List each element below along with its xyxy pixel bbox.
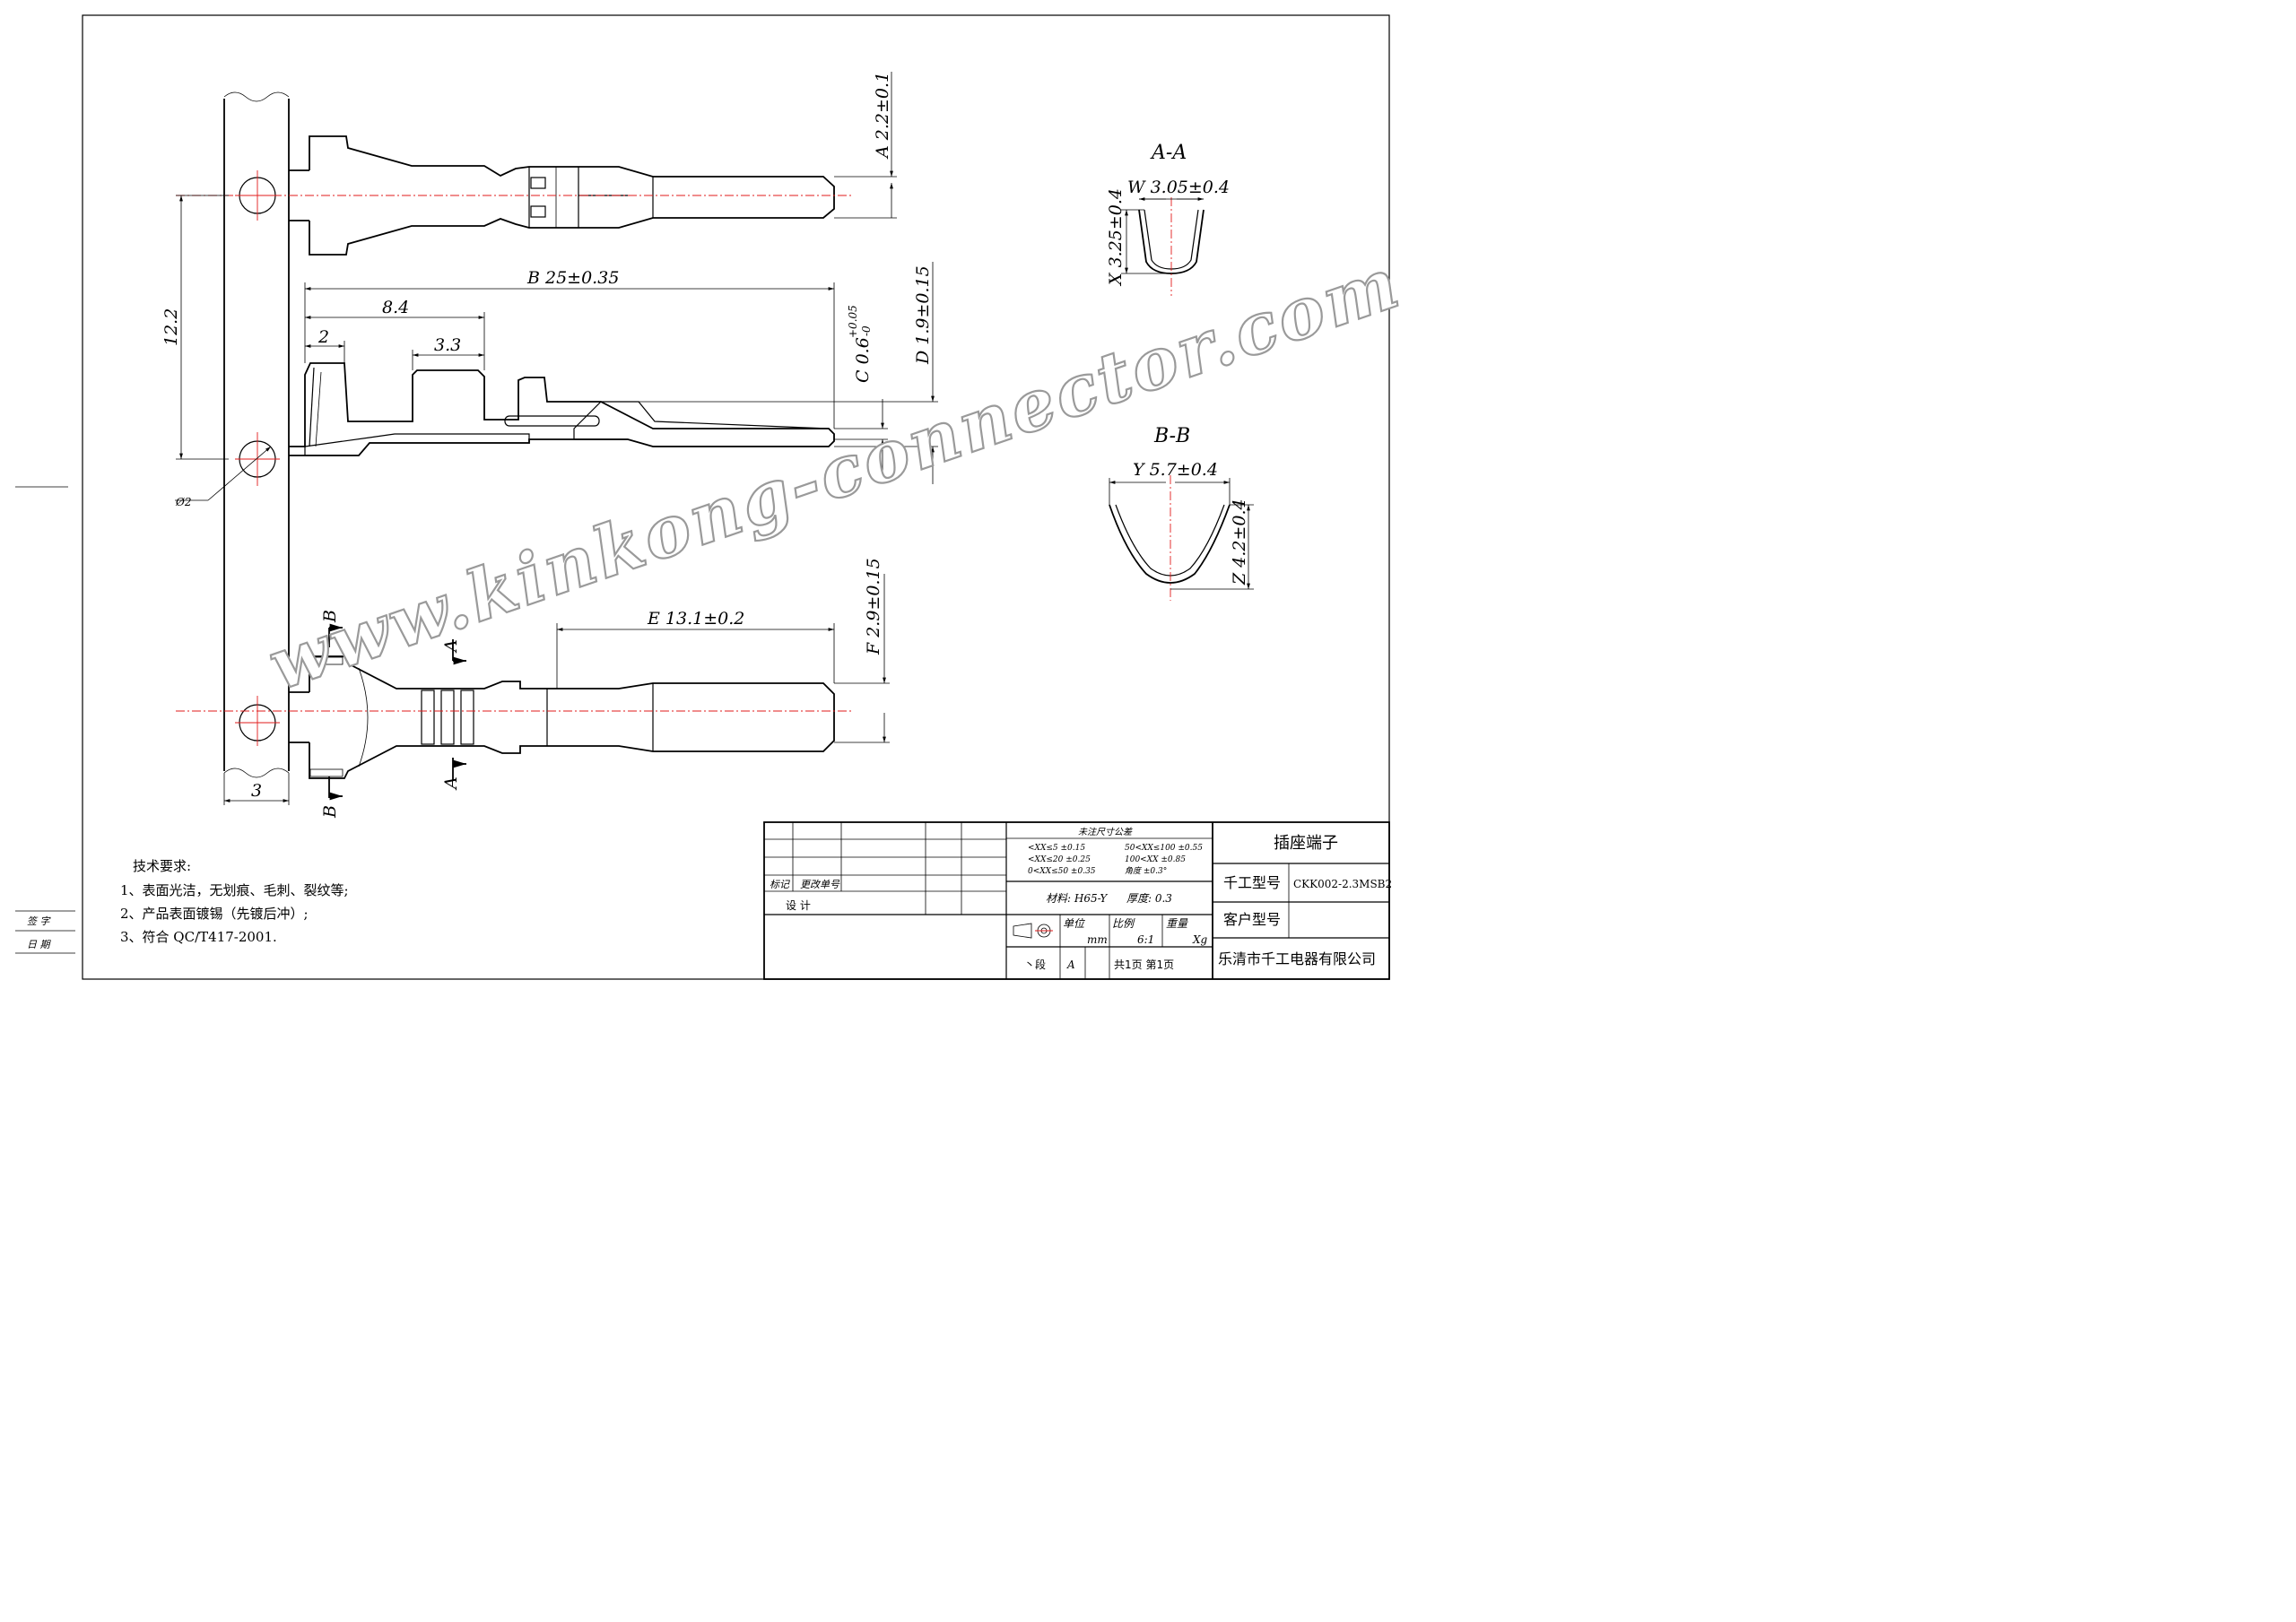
tb-tol-right: 角度 ±0.3°	[1125, 866, 1167, 876]
section-marker-b: B B	[320, 610, 343, 819]
dim-c: C 0.6 +0.05 -0	[834, 305, 888, 471]
dim-d: D 1.9±0.15	[637, 262, 938, 484]
terminal-bottom-view	[176, 655, 852, 779]
dim-c-tol-upper: +0.05	[847, 305, 859, 338]
dim-3-3-label: 3.3	[434, 335, 461, 355]
section-a-a-w: W 3.05±0.4	[1127, 178, 1230, 197]
dim-2-label: 2	[317, 327, 329, 347]
technical-notes: 技术要求: 1、表面光洁，无划痕、毛刺、裂纹等; 2、产品表面镀锡（先镀后冲）;…	[120, 858, 349, 945]
tb-model: CKK002-2.3MSB2	[1293, 878, 1392, 890]
tb-product-name: 插座端子	[1274, 834, 1338, 853]
tb-tol-left: <XX≤20 ±0.25	[1028, 855, 1091, 864]
dim-strip-width: 3	[223, 773, 290, 805]
svg-text:A: A	[441, 776, 461, 791]
note-item: 3、符合 QC/T417-2001.	[120, 929, 277, 945]
tb-tol-left: <XX≤5 ±0.15	[1028, 844, 1085, 853]
svg-text:B: B	[320, 805, 340, 819]
terminal-section-view	[289, 362, 835, 456]
dim-d-label: D 1.9±0.15	[913, 265, 933, 365]
tb-pages: 共1页 第1页	[1114, 958, 1174, 971]
dim-f-label: F 2.9±0.15	[864, 558, 883, 655]
tb-customer-label: 客户型号	[1223, 911, 1281, 928]
note-item: 2、产品表面镀锡（先镀后冲）;	[120, 906, 309, 922]
dim-c-tol-lower: -0	[860, 325, 873, 336]
tb-company: 乐清市千工电器有限公司	[1218, 950, 1376, 967]
section-b-b-z: Z 4.2±0.4	[1230, 499, 1249, 585]
tb-thickness: 厚度: 0.3	[1126, 892, 1172, 905]
tb-stage-label: 丶段	[1024, 958, 1046, 971]
drawing-border	[82, 14, 1390, 980]
tb-mark-label: 标记	[770, 879, 790, 890]
dim-pitch: 12.2	[161, 195, 229, 460]
section-b-b: B-B Y 5.7±0.4 Z 4.2±0.4	[1109, 425, 1254, 601]
notes-title: 技术要求:	[133, 858, 191, 874]
section-b-b-y: Y 5.7±0.4	[1133, 460, 1218, 480]
dim-3-3: 3.3	[412, 335, 484, 370]
section-a-a-title: A-A	[1150, 142, 1187, 164]
tb-model-label: 千工型号	[1223, 874, 1281, 891]
tb-weight: Xg	[1192, 933, 1208, 946]
tb-tol-right: 50<XX≤100 ±0.55	[1125, 844, 1203, 853]
svg-text:A: A	[441, 639, 461, 654]
dim-8-4-label: 8.4	[382, 298, 409, 317]
tb-material: 材料: H65-Y	[1046, 892, 1108, 905]
tb-change-label: 更改单号	[800, 879, 840, 890]
tb-tol-left: 0<XX≤50 ±0.35	[1028, 867, 1096, 876]
section-marker-a: A A	[441, 639, 466, 791]
signature-label: 签 字	[27, 915, 51, 927]
watermark: www.kinkong-connector.com	[259, 242, 1406, 707]
dim-a: A 2.2±0.1	[834, 72, 897, 219]
dim-strip-width-label: 3	[251, 781, 262, 801]
dim-e: E 13.1±0.2	[556, 609, 835, 689]
dim-b: B 25±0.35	[304, 268, 835, 429]
note-item: 1、表面光洁，无划痕、毛刺、裂纹等;	[120, 882, 349, 898]
tb-tol-right: 100<XX ±0.85	[1125, 855, 1186, 864]
tb-weight-label: 重量	[1166, 917, 1188, 930]
tb-unit: mm	[1087, 933, 1108, 946]
dim-2: 2	[305, 327, 345, 363]
terminal-top-view	[176, 135, 852, 256]
dim-8-4: 8.4	[305, 298, 485, 370]
tb-design-label: 设 计	[786, 899, 811, 912]
tb-tolerance-title: 未注尺寸公差	[1078, 827, 1133, 837]
tb-stage: A	[1066, 958, 1075, 971]
svg-text:B: B	[320, 610, 340, 623]
tb-scale-label: 比例	[1112, 917, 1135, 930]
dim-f: F 2.9±0.15	[834, 558, 890, 743]
title-block: 标记 更改单号 设 计 未注尺寸公差 <XX≤5 ±0.15 <XX≤20 ±0…	[763, 821, 1392, 980]
engineering-drawing: 签 字 日 期	[15, 14, 1406, 980]
section-a-a-x: X 3.25±0.4	[1106, 188, 1126, 287]
tb-unit-label: 单位	[1063, 917, 1085, 930]
section-b-b-title: B-B	[1153, 425, 1190, 447]
dim-c-label: C 0.6	[853, 337, 873, 383]
dim-pitch-label: 12.2	[161, 308, 181, 346]
dim-e-label: E 13.1±0.2	[647, 609, 744, 629]
date-label: 日 期	[27, 939, 51, 950]
dim-b-label: B 25±0.35	[526, 268, 619, 288]
tb-scale: 6:1	[1137, 933, 1154, 946]
section-a-a: A-A W 3.05±0.4 X 3.25±0.4	[1106, 142, 1230, 296]
dim-a-label: A 2.2±0.1	[873, 72, 892, 160]
dim-hole: Ø2	[175, 446, 272, 508]
projection-symbol	[1013, 923, 1032, 939]
dim-hole-label: Ø2	[175, 496, 191, 508]
